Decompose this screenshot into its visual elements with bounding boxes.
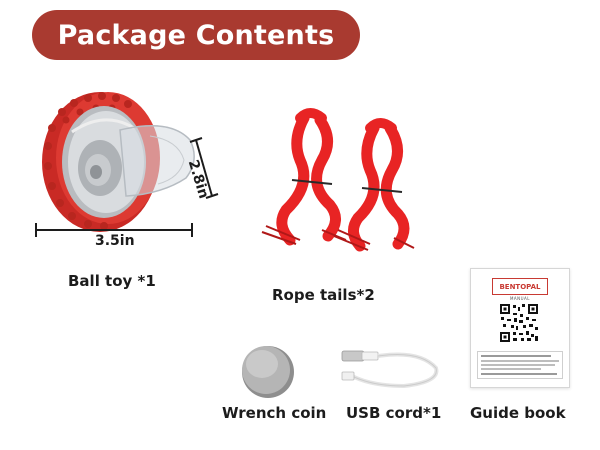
ball-toy-label: Ball toy *1 <box>68 272 156 290</box>
page-title: Package Contents <box>57 19 335 51</box>
guide-book-image: BENTOPAL MANUAL <box>470 268 570 388</box>
rope-tails-label: Rope tails*2 <box>272 286 375 304</box>
brand-logo: BENTOPAL <box>492 278 548 295</box>
brand-name: BENTOPAL <box>499 282 541 291</box>
qr-code-icon <box>499 303 539 343</box>
wrench-coin-label: Wrench coin <box>222 404 327 422</box>
guide-book-label: Guide book <box>470 404 566 422</box>
usb-cord-label: USB cord*1 <box>346 404 442 422</box>
ball-toy-width: 3.5in <box>95 233 135 249</box>
manual-title: MANUAL <box>509 296 531 301</box>
manual-note-box <box>477 351 563 379</box>
header-banner: Package Contents <box>32 10 360 60</box>
